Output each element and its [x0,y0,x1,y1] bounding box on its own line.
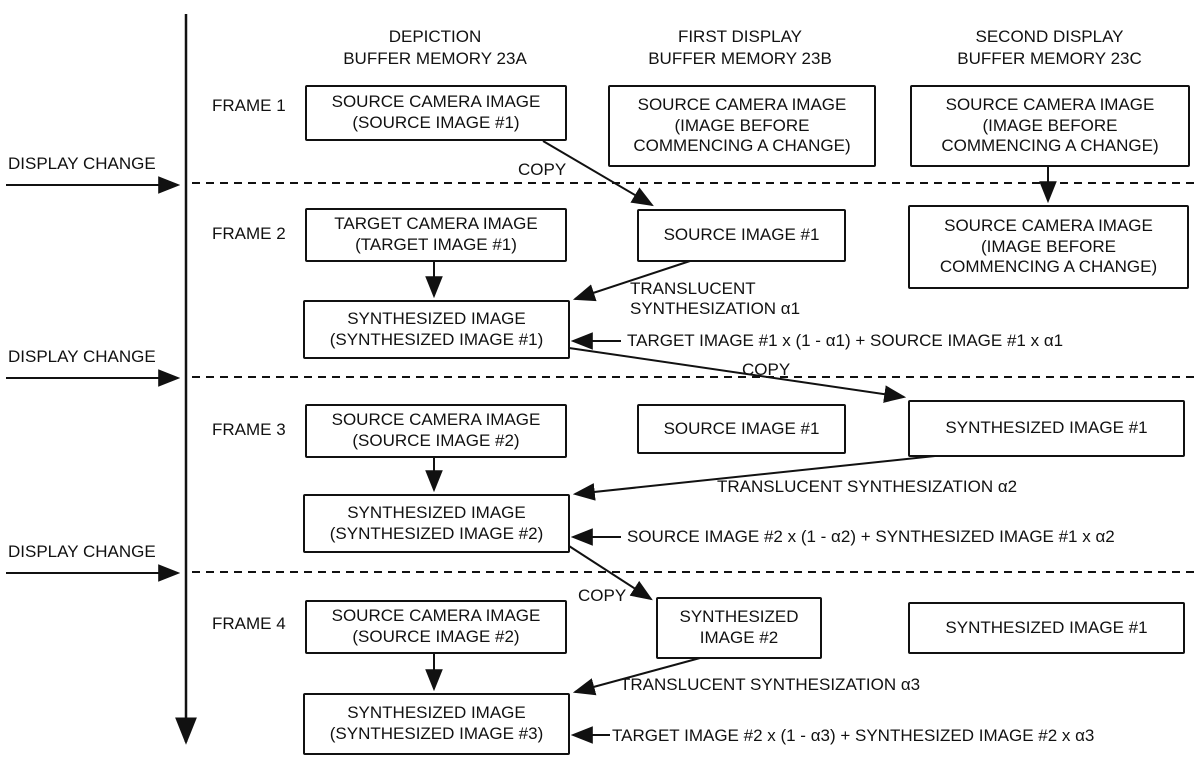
formula-label-3: TARGET IMAGE #2 x (1 - α3) + SYNTHESIZED… [612,726,1095,745]
display-change-label-2: DISPLAY CHANGE [8,347,156,366]
copy-label-3: COPY [578,586,627,605]
box-frame1-depiction: SOURCE CAMERA IMAGE (SOURCE IMAGE #1) [305,85,567,141]
box-frame4-depiction: SOURCE CAMERA IMAGE (SOURCE IMAGE #2) [305,600,567,654]
frame-label-4: FRAME 4 [212,614,286,633]
box-frame1-first-display: SOURCE CAMERA IMAGE (IMAGE BEFORE COMMEN… [608,85,876,167]
frame-label-2: FRAME 2 [212,224,286,243]
formula-label-1: TARGET IMAGE #1 x (1 - α1) + SOURCE IMAG… [627,331,1064,350]
box-frame4-synthesized: SYNTHESIZED IMAGE (SYNTHESIZED IMAGE #3) [303,693,570,755]
frame-label-1: FRAME 1 [212,96,286,115]
box-frame2-first-display: SOURCE IMAGE #1 [637,209,846,262]
display-change-label-1: DISPLAY CHANGE [8,154,156,173]
box-frame4-first-display: SYNTHESIZED IMAGE #2 [656,597,822,659]
column-header-second-display: SECOND DISPLAY BUFFER MEMORY 23C [957,27,1142,68]
box-frame1-second-display: SOURCE CAMERA IMAGE (IMAGE BEFORE COMMEN… [910,85,1190,167]
translucent-synthesization-label-2: TRANSLUCENT SYNTHESIZATION α2 [717,477,1018,496]
box-frame3-synthesized: SYNTHESIZED IMAGE (SYNTHESIZED IMAGE #2) [303,494,570,553]
translucent-synthesization-label-3: TRANSLUCENT SYNTHESIZATION α3 [620,675,921,694]
translucent-synthesization-label-1: TRANSLUCENT SYNTHESIZATION α1 [630,279,801,319]
copy-label-2: COPY [742,360,791,379]
box-frame2-synthesized: SYNTHESIZED IMAGE (SYNTHESIZED IMAGE #1) [303,300,570,359]
column-header-first-display: FIRST DISPLAY BUFFER MEMORY 23B [648,27,832,68]
display-change-label-3: DISPLAY CHANGE [8,542,156,561]
box-frame4-second-display: SYNTHESIZED IMAGE #1 [908,602,1185,654]
box-frame3-first-display: SOURCE IMAGE #1 [637,404,846,454]
copy-label-1: COPY [518,160,567,179]
box-frame3-depiction: SOURCE CAMERA IMAGE (SOURCE IMAGE #2) [305,404,567,458]
box-frame2-second-display: SOURCE CAMERA IMAGE (IMAGE BEFORE COMMEN… [908,205,1189,289]
copy-arrow-2 [568,347,907,403]
column-header-depiction: DEPICTION BUFFER MEMORY 23A [343,27,527,68]
formula-label-2: SOURCE IMAGE #2 x (1 - α2) + SYNTHESIZED… [627,527,1115,546]
frame-label-3: FRAME 3 [212,420,286,439]
box-frame2-depiction: TARGET CAMERA IMAGE (TARGET IMAGE #1) [305,208,567,262]
box-frame3-second-display: SYNTHESIZED IMAGE #1 [908,400,1185,457]
